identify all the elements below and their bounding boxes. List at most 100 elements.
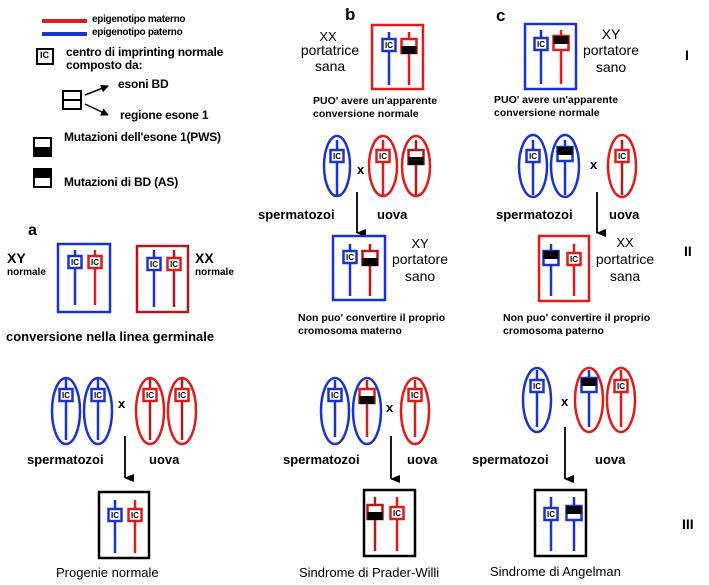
gamete-oval <box>400 134 432 198</box>
panel-b-sperm-label-1: spermatozoi <box>258 207 335 222</box>
panel-c-gen1-status-1: portatore <box>582 42 640 58</box>
generation-label-I: I <box>685 47 689 63</box>
panel-b-eggs-label-2: uova <box>407 452 438 467</box>
panel-c-gen2-note-1: Non puo' convertire il proprio <box>503 312 651 324</box>
ic-label: IC <box>150 260 158 269</box>
gamete-oval <box>351 376 383 446</box>
mutation-fill <box>566 506 582 514</box>
mutation-fill <box>359 396 375 404</box>
imprinting-center-box <box>142 387 158 403</box>
gamete-oval <box>367 134 399 198</box>
panel-c-cross-2: x <box>561 394 569 409</box>
panel-a-progeny-box <box>97 490 151 560</box>
legend-paternal-label: epigenotipo paterno <box>92 27 183 38</box>
panel-c-gen1-note-2: conversione normale <box>494 107 600 119</box>
gamete-oval <box>573 366 605 434</box>
legend-maternal-label: epigenotipo materno <box>92 14 186 25</box>
chromosome: IC <box>529 370 545 427</box>
ic-label: IC <box>385 41 393 50</box>
ic-label: IC <box>529 152 537 161</box>
chromosome <box>400 32 418 85</box>
arrow-to-bd-exons <box>84 84 109 96</box>
mutation-fill <box>581 378 597 386</box>
panel-b-gen1-status-2: sana <box>314 58 346 74</box>
panel-b-eggs-label-1: uova <box>377 207 408 222</box>
panel-a-xx-karyotype: XX <box>195 250 214 266</box>
panel-a-xy-individual-box <box>56 242 112 314</box>
panel-b-gen1-box <box>370 23 425 91</box>
chromosome <box>366 497 384 551</box>
imprinting-center-box <box>529 378 545 394</box>
panel-c-gen2-status-1: portatrice <box>595 251 655 267</box>
imprinting-center-box <box>174 387 190 403</box>
imprinting-center-box <box>525 148 541 164</box>
imprinting-center-box <box>146 256 162 272</box>
panel-b-gen2-karyotype: XY <box>411 236 429 251</box>
legend-as-mutation-icon <box>33 168 52 188</box>
chromosome: IC <box>166 250 182 307</box>
ic-label: IC <box>71 258 79 267</box>
ic-label: IC <box>533 382 541 391</box>
imprinting-center-box <box>329 148 345 164</box>
chromosome: IC <box>67 250 83 305</box>
chromosome: IC <box>174 378 190 440</box>
mutation-fill <box>557 147 573 155</box>
legend-ic-description-2: composto da: <box>66 58 143 72</box>
chromosome: IC <box>107 500 123 553</box>
legend-ic-description-1: centro di imprinting normale <box>66 45 224 59</box>
imprinting-center-box <box>407 387 423 403</box>
chromosome <box>552 30 570 84</box>
panel-c-eggs-label-1: uova <box>609 207 640 222</box>
panel-b-cross-2: x <box>386 400 394 415</box>
imprinting-center-box <box>614 148 630 164</box>
panel-b-gen2-box <box>331 234 387 302</box>
panel-b-gen1-status-1: portatrice <box>300 42 360 58</box>
panel-a-letter: a <box>28 222 37 239</box>
panel-b-gen1-karyotype: XX <box>319 29 337 44</box>
chromosome: IC <box>381 32 397 85</box>
chromosome <box>580 370 598 427</box>
ic-label: IC <box>94 391 102 400</box>
ic-label: IC <box>333 152 341 161</box>
chromosome: IC <box>327 380 343 437</box>
panel-a-xx-individual-box <box>135 244 190 314</box>
chromosome <box>358 380 376 437</box>
imprinting-center-box <box>375 148 391 164</box>
panel-c-gen2-box <box>537 234 591 303</box>
imprinting-center-box <box>90 387 106 403</box>
panel-c-gen1-karyotype: XY <box>601 26 621 42</box>
panel-b-gen1-note-1: PUO' avere un'apparente <box>313 95 438 107</box>
chromosome: IC <box>375 140 391 195</box>
ic-label: IC <box>617 382 625 391</box>
panel-c-eggs-label-2: uova <box>595 452 626 467</box>
imprinting-center-box <box>389 505 405 521</box>
ic-label: IC <box>393 509 401 518</box>
chromosome: IC <box>58 378 74 440</box>
panel-a-xx-status: normale <box>195 267 234 278</box>
chromosome: IC <box>146 250 162 307</box>
ic-label: IC <box>547 510 555 519</box>
ic-label: IC <box>346 253 354 262</box>
imprinting-center-box <box>533 36 549 52</box>
arrow-to-exon1-region <box>84 103 109 116</box>
legend-ic-text: IC <box>40 50 49 60</box>
generation-label-III: III <box>682 516 694 532</box>
panel-a-sperm-label: spermatozoi <box>27 452 104 467</box>
chromosome: IC <box>407 380 423 437</box>
panel-b-result: Sindrome di Prader-Willi <box>299 565 440 580</box>
panel-b-letter: b <box>345 5 356 24</box>
gamete-oval <box>319 376 351 446</box>
panel-b-gen2-status-1: portatore <box>391 251 449 267</box>
ic-label: IC <box>331 391 339 400</box>
mutation-fill <box>553 36 569 44</box>
panel-b-sperm-label-2: spermatozoi <box>283 452 360 467</box>
chromosome <box>361 244 379 296</box>
panel-c-gen2-note-2: cromosoma paterno <box>503 325 604 337</box>
ic-label: IC <box>146 391 154 400</box>
panel-b-gen2-note-1: Non puo' convertire il proprio <box>298 312 446 324</box>
chromosome: IC <box>389 497 405 551</box>
panel-c-gen2-status-2: sana <box>609 268 641 284</box>
ic-label: IC <box>131 511 139 520</box>
panel-c-result: Sindrome di Angelman <box>490 564 621 579</box>
